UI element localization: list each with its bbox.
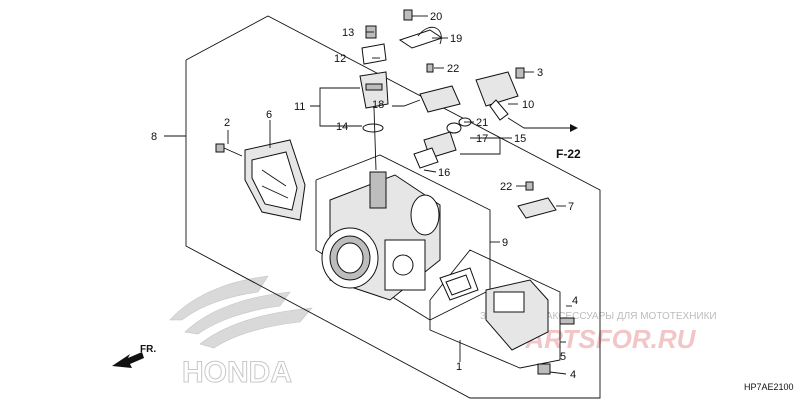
watermark-tagline: ЗАПЧАСТИ И АКСЕССУАРЫ ДЛЯ МОТОТЕХНИКИ — [480, 311, 717, 322]
direction-label: FR. — [140, 344, 156, 355]
sensor-group-boundary — [429, 249, 561, 369]
callout-6: 6 — [266, 109, 272, 121]
callout-15: 15 — [514, 133, 526, 145]
assembly-boundary — [185, 15, 601, 399]
callout-20: 20 — [430, 11, 442, 23]
callout-22-mid: 22 — [500, 181, 512, 193]
callout-10: 10 — [522, 99, 534, 111]
callout-7: 7 — [568, 201, 574, 213]
front-arrow-icon — [112, 352, 144, 368]
leader-lines — [164, 15, 572, 375]
callout-11: 11 — [294, 101, 305, 113]
reference-label: F-22 — [556, 147, 581, 161]
callout-19: 19 — [450, 33, 462, 45]
callout-8: 8 — [151, 131, 157, 143]
callout-1: 1 — [456, 361, 462, 373]
sensor-part-10 — [475, 67, 525, 121]
callout-9: 9 — [502, 237, 508, 249]
honda-wing-logo — [169, 275, 313, 349]
bracket-assembly — [398, 9, 461, 113]
callout-18: 18 — [372, 99, 384, 111]
callout-12: 12 — [334, 53, 346, 65]
reference-arrow — [507, 117, 578, 132]
callout-4-top: 4 — [572, 295, 578, 307]
callout-16: 16 — [438, 167, 450, 179]
diagram-code: HP7AE2100 — [744, 382, 794, 392]
callout-2: 2 — [224, 117, 230, 129]
callout-3: 3 — [537, 67, 543, 79]
cover-part-6 — [244, 139, 306, 221]
honda-wordmark: HONDA — [182, 356, 292, 389]
callout-22-top: 22 — [447, 63, 459, 75]
callout-5: 5 — [560, 351, 566, 363]
bolt-part-2 — [215, 143, 243, 157]
callout-17: 17 — [476, 133, 488, 145]
throttle-sensor-unit — [485, 279, 575, 375]
callout-21: 21 — [476, 117, 488, 129]
callout-14: 14 — [336, 121, 348, 133]
plate-part-7 — [517, 181, 557, 219]
fitting-assembly — [413, 117, 472, 169]
throttle-body — [321, 171, 441, 301]
callout-4-bottom: 4 — [570, 369, 576, 381]
injector-assembly — [359, 25, 389, 171]
callout-13: 13 — [342, 27, 354, 39]
gasket — [439, 267, 479, 301]
callout-labels: 13 12 11 14 8 2 6 20 19 22 18 3 10 21 17… — [151, 11, 578, 381]
